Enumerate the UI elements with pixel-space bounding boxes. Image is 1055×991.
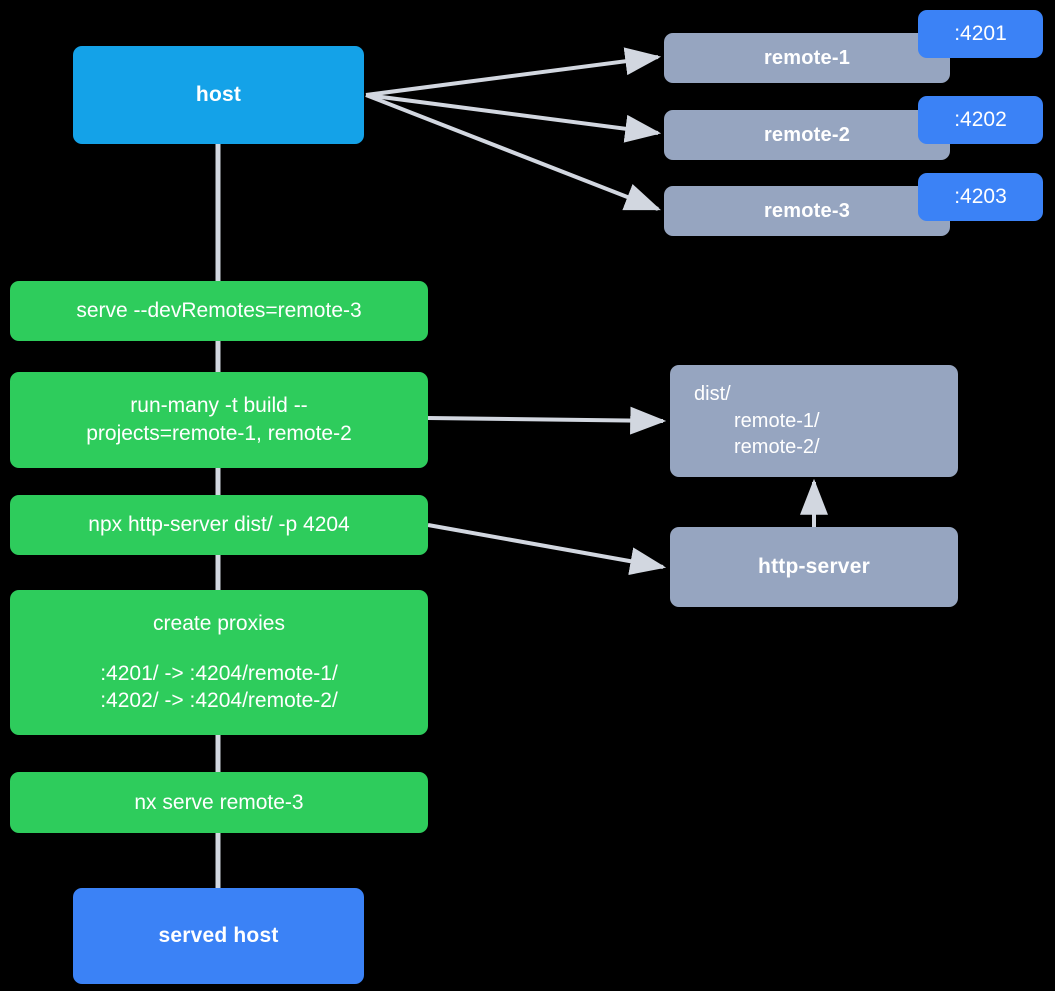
node-command-run-many-line2: projects=remote-1, remote-2 <box>86 422 352 445</box>
node-command-run-many-line1: run-many -t build -- <box>130 394 308 418</box>
dist-child-remote-1: remote-1/ <box>734 409 820 432</box>
node-command-npx-http-server-label: npx http-server dist/ -p 4204 <box>88 513 350 537</box>
node-command-create-proxies[interactable]: create proxies :4201/ -> :4204/remote-1/… <box>10 590 428 735</box>
runmany-to-dist-edge <box>427 406 667 435</box>
node-remote-3[interactable]: remote-3 <box>664 186 950 236</box>
port-badge-remote-1-label: :4201 <box>954 22 1007 45</box>
proxy-mapping-1: :4201/ -> :4204/remote-1/ <box>100 661 338 685</box>
node-command-nx-serve-label: nx serve remote-3 <box>134 790 304 814</box>
node-dist-folder[interactable]: dist/ remote-1/ remote-2/ <box>670 365 958 477</box>
node-http-server[interactable]: http-server <box>670 527 958 607</box>
node-remote-2[interactable]: remote-2 <box>664 110 950 160</box>
node-remote-1-label: remote-1 <box>763 46 851 69</box>
port-badge-remote-3-label: :4203 <box>954 185 1007 208</box>
npx-to-httpserver-edge <box>427 523 667 576</box>
node-remote-3-label: remote-3 <box>763 199 851 222</box>
node-host-label: host <box>195 83 242 107</box>
node-command-npx-http-server[interactable]: npx http-server dist/ -p 4204 <box>10 495 428 555</box>
dist-child-remote-2: remote-2/ <box>734 436 820 459</box>
proxy-mapping-2: :4202/ -> :4204/remote-2/ <box>100 689 338 713</box>
node-command-create-proxies-title: create proxies <box>153 611 285 635</box>
node-http-server-label: http-server <box>758 555 870 579</box>
port-badge-remote-2-label: :4202 <box>954 108 1007 131</box>
node-command-serve-label: serve --devRemotes=remote-3 <box>76 299 362 323</box>
node-command-nx-serve[interactable]: nx serve remote-3 <box>10 772 428 833</box>
node-host[interactable]: host <box>73 46 364 144</box>
host-to-remotes-edges <box>365 47 662 211</box>
node-remote-1[interactable]: remote-1 <box>664 33 950 83</box>
node-command-run-many[interactable]: run-many -t build -- projects=remote-1, … <box>10 372 428 468</box>
node-command-serve[interactable]: serve --devRemotes=remote-3 <box>10 281 428 341</box>
dist-root-label: dist/ <box>694 383 731 406</box>
port-badge-remote-2[interactable]: :4202 <box>918 96 1043 144</box>
port-badge-remote-1[interactable]: :4201 <box>918 10 1043 58</box>
port-badge-remote-3[interactable]: :4203 <box>918 173 1043 221</box>
node-remote-2-label: remote-2 <box>763 123 851 146</box>
node-served-host[interactable]: served host <box>73 888 364 984</box>
node-served-host-label: served host <box>158 924 279 948</box>
